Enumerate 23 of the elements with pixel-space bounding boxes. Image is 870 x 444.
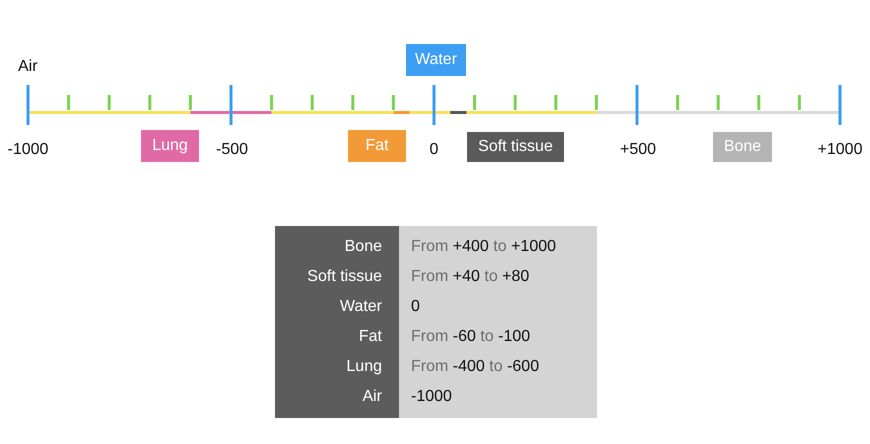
tick-label: +500	[618, 140, 658, 160]
value-text: -1000	[411, 387, 452, 407]
lung-label-box: Lung	[141, 130, 199, 162]
fat-label-box: Fat	[348, 130, 406, 162]
scale-end-label: Air	[18, 57, 38, 77]
value-text: From -60 to -100	[411, 327, 530, 347]
tick-label: -1000	[6, 140, 50, 160]
tick-label: +1000	[816, 140, 864, 160]
tissue-name: Lung	[346, 357, 382, 377]
value-text: From -400 to -600	[411, 357, 540, 377]
tick-label: 0	[428, 140, 440, 160]
tissue-name: Water	[340, 297, 382, 317]
value-text: 0	[411, 297, 420, 317]
tissue-name: Air	[362, 387, 382, 407]
water-label-box: Water	[406, 44, 466, 76]
tissue-name: Bone	[344, 237, 382, 257]
soft-tissue-label-box: Soft tissue	[467, 132, 564, 162]
tissue-name: Fat	[358, 327, 382, 347]
value-text: From +400 to +1000	[411, 237, 556, 257]
tick-label: -500	[214, 140, 250, 160]
tissue-name: Soft tissue	[307, 267, 382, 287]
bone-label-box: Bone	[713, 132, 772, 162]
value-text: From +40 to +80	[411, 267, 530, 287]
